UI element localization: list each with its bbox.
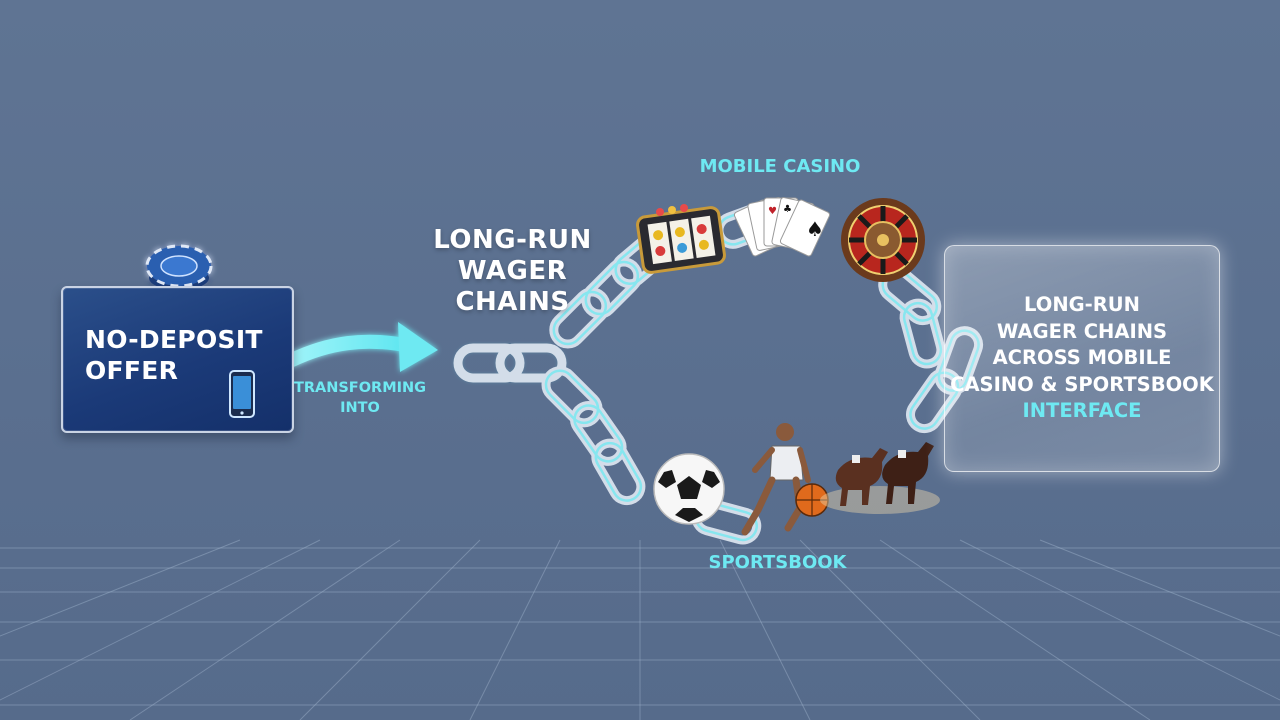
svg-text:♠: ♠ <box>806 217 824 241</box>
poker-chip-icon <box>145 244 213 290</box>
long-run-wager-chains-title: LONG-RUN WAGER CHAINS <box>433 225 592 317</box>
transform-arrow <box>285 322 438 372</box>
summary-line-2: WAGER CHAINS <box>996 319 1168 343</box>
roulette-wheel-icon <box>841 198 925 282</box>
summary-line-3: ACROSS MOBILE <box>992 346 1172 369</box>
playing-cards-icon: ♠ ♥ ♣ <box>733 197 831 257</box>
basketball-player-icon <box>741 423 829 536</box>
no-deposit-offer-card: NO-DEPOSIT OFFER <box>61 286 294 433</box>
summary-panel: LONG-RUN WAGER CHAINS ACROSS MOBILE CASI… <box>944 245 1220 472</box>
offer-title: NO-DEPOSIT OFFER <box>85 325 263 385</box>
smartphone-icon <box>229 370 255 418</box>
mobile-casino-label: MOBILE CASINO <box>699 156 861 177</box>
svg-text:♥: ♥ <box>768 206 777 217</box>
transforming-into-label: TRANSFORMING INTO <box>293 380 427 416</box>
racehorses-icon <box>820 442 940 514</box>
soccer-ball-icon <box>653 453 725 525</box>
summary-text: LONG-RUN WAGER CHAINS ACROSS MOBILE CASI… <box>945 292 1219 425</box>
slot-machine-icon <box>636 204 726 274</box>
sportsbook-label: SPORTSBOOK <box>708 552 847 573</box>
svg-text:♣: ♣ <box>783 204 792 215</box>
summary-line-5: INTERFACE <box>1022 399 1142 422</box>
summary-line-4: CASINO & SPORTSBOOK <box>950 372 1214 396</box>
summary-line-1: LONG-RUN <box>1024 293 1140 316</box>
